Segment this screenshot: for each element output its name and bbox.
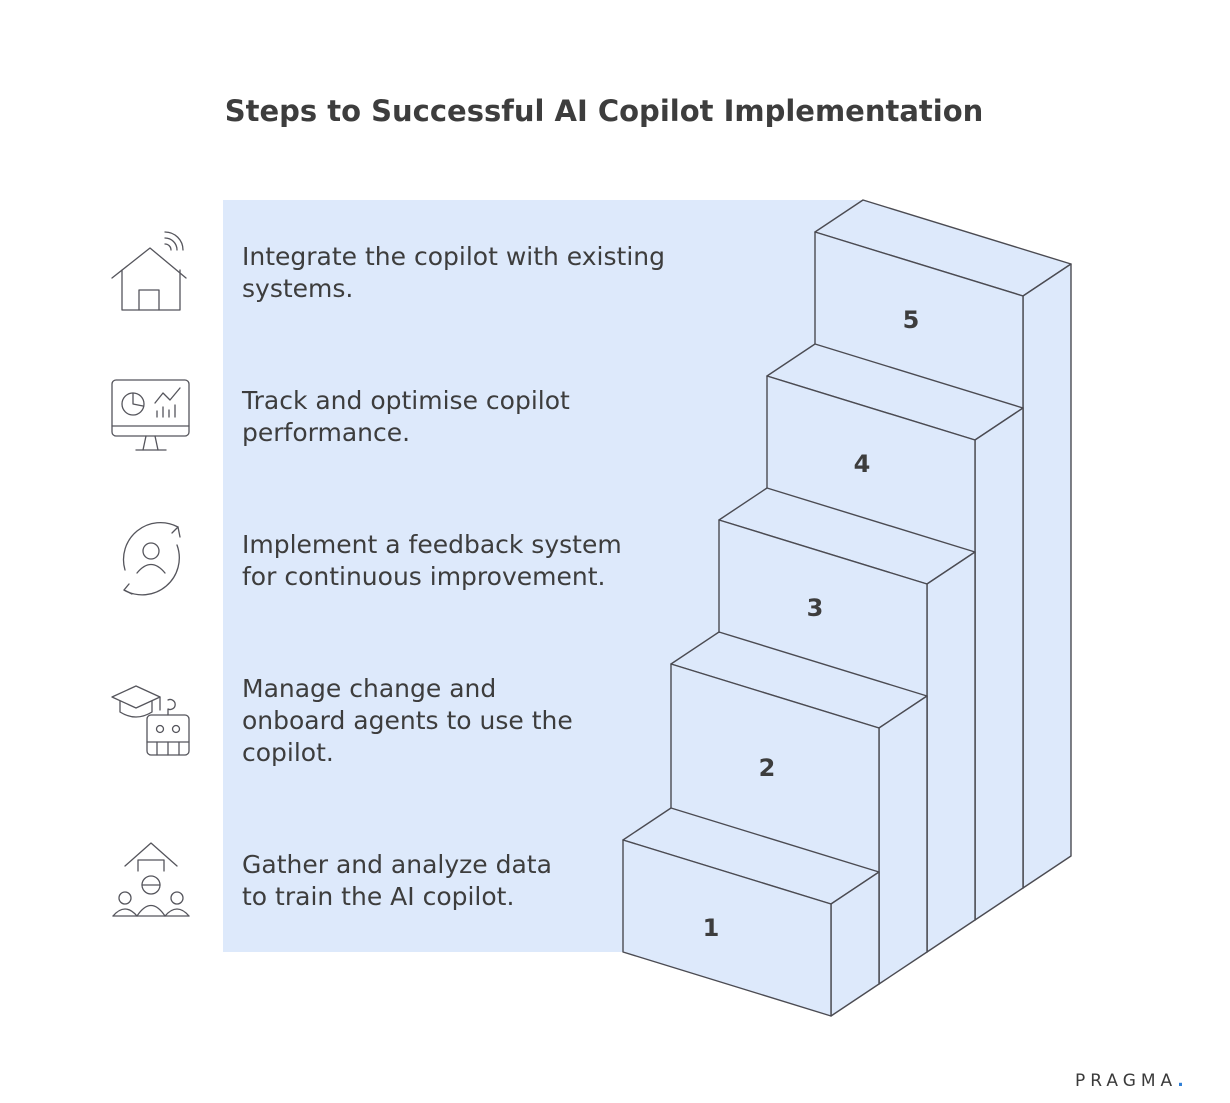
step-label-5-line-2: systems.: [242, 274, 353, 303]
step-block-1-front: [622, 839, 832, 1017]
brand-logo: PRAGMA.: [1075, 1071, 1189, 1091]
graduation-cap-robot-icon: [111, 685, 190, 756]
step-label-4-line-1: Track and optimise copilot: [241, 386, 570, 415]
user-feedback-cycle-icon: [122, 521, 181, 596]
brand-dot: .: [1177, 1071, 1188, 1091]
svg-text:Integrate the copilot with exi: Integrate the copilot with existing syst…: [242, 242, 673, 303]
svg-text:Manage change and onboar: Manage change and onboard agents to use …: [242, 674, 581, 767]
step-number-5: 5: [903, 306, 920, 334]
step-label-5-line-1: Integrate the copilot with existing: [242, 242, 665, 271]
step-label-2: Manage change and onboard agents to use …: [242, 674, 581, 767]
step-label-4-line-2: performance.: [242, 418, 410, 447]
smart-home-icon: [111, 231, 187, 311]
monitor-analytics-icon: [111, 379, 190, 451]
step-number-2: 2: [759, 754, 776, 782]
staircase: [622, 199, 1072, 1017]
step-block-3-side: [926, 551, 976, 953]
step-block-2-side: [878, 695, 928, 985]
step-number-1: 1: [703, 914, 720, 942]
step-label-2-line-3: copilot.: [242, 738, 334, 767]
svg-text:PRAGMA.: PRAGMA.: [1075, 1071, 1189, 1091]
step-block-4-side: [974, 407, 1024, 921]
step-block-5-side: [1022, 263, 1072, 889]
step-label-4: Track and optimise copilot performance.: [241, 386, 578, 447]
svg-text:Gather and analyze data: Gather and analyze data to train the AI …: [242, 850, 560, 911]
step-label-1-line-2: to train the AI copilot.: [242, 882, 514, 911]
step-label-5: Integrate the copilot with existing syst…: [242, 242, 673, 303]
step-number-4: 4: [854, 450, 871, 478]
step-block-1: [622, 807, 880, 1017]
step-number-3: 3: [807, 594, 824, 622]
step-label-3-line-2: for continuous improvement.: [242, 562, 605, 591]
page-title: Steps to Successful AI Copilot Implement…: [225, 94, 984, 128]
brand-name: PRAGMA: [1075, 1071, 1177, 1091]
svg-text:Implement a feedback system: Implement a feedback system for continuo…: [242, 530, 630, 591]
step-label-1: Gather and analyze data to train the AI …: [242, 850, 560, 911]
step-label-2-line-2: onboard agents to use the: [242, 706, 573, 735]
step-label-1-line-1: Gather and analyze data: [242, 850, 552, 879]
step-label-2-line-1: Manage change and: [242, 674, 496, 703]
step-label-3-line-1: Implement a feedback system: [242, 530, 622, 559]
svg-text:Track and optimise copilot: Track and optimise copilot performance.: [241, 386, 578, 447]
data-gathering-people-icon: [112, 842, 190, 917]
step-label-3: Implement a feedback system for continuo…: [242, 530, 630, 591]
